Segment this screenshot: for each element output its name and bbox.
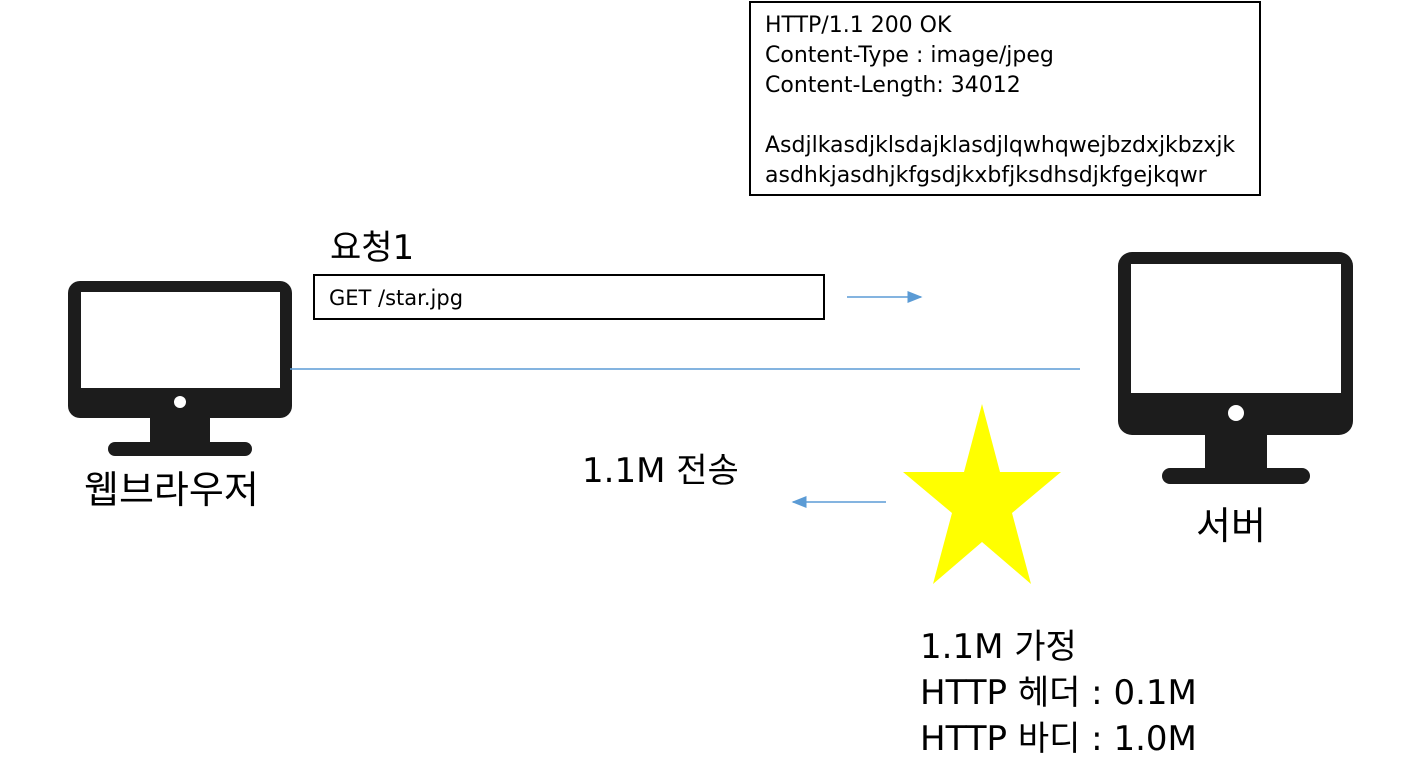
request-label: 요청1: [330, 228, 415, 268]
http-request-box: GET /star.jpg: [313, 274, 825, 320]
response-status-line: HTTP/1.1 200 OK: [765, 13, 952, 38]
response-blank-line: [765, 101, 1245, 131]
response-content-length-line: Content-Length: 34012: [765, 73, 1021, 98]
transfer-label: 1.1M 전송: [582, 451, 739, 491]
response-body-line-1: Asdjlkasdjklsdajklasdjlqwhqwejbzdxjkbzxj…: [765, 133, 1236, 158]
assumption-note: 1.1M 가정 HTTP 헤더 : 0.1M HTTP 바디 : 1.0M: [920, 624, 1197, 762]
server-monitor-icon: [1118, 252, 1353, 484]
server-label: 서버: [1196, 504, 1266, 548]
http-response-box: HTTP/1.1 200 OK Content-Type : image/jpe…: [749, 1, 1261, 196]
assumption-line-1: 1.1M 가정: [920, 627, 1077, 667]
star-icon: [903, 404, 1061, 584]
assumption-line-3: HTTP 바디 : 1.0M: [920, 719, 1197, 759]
assumption-line-2: HTTP 헤더 : 0.1M: [920, 673, 1197, 713]
request-text: GET /star.jpg: [329, 286, 464, 310]
response-body-line-2: asdhkjasdhjkfgsdjkxbfjksdhsdjkfgejkqwr: [765, 163, 1207, 188]
response-content-type-line: Content-Type : image/jpeg: [765, 43, 1054, 68]
client-label: 웹브라우저: [84, 468, 259, 512]
client-monitor-icon: [68, 281, 292, 456]
